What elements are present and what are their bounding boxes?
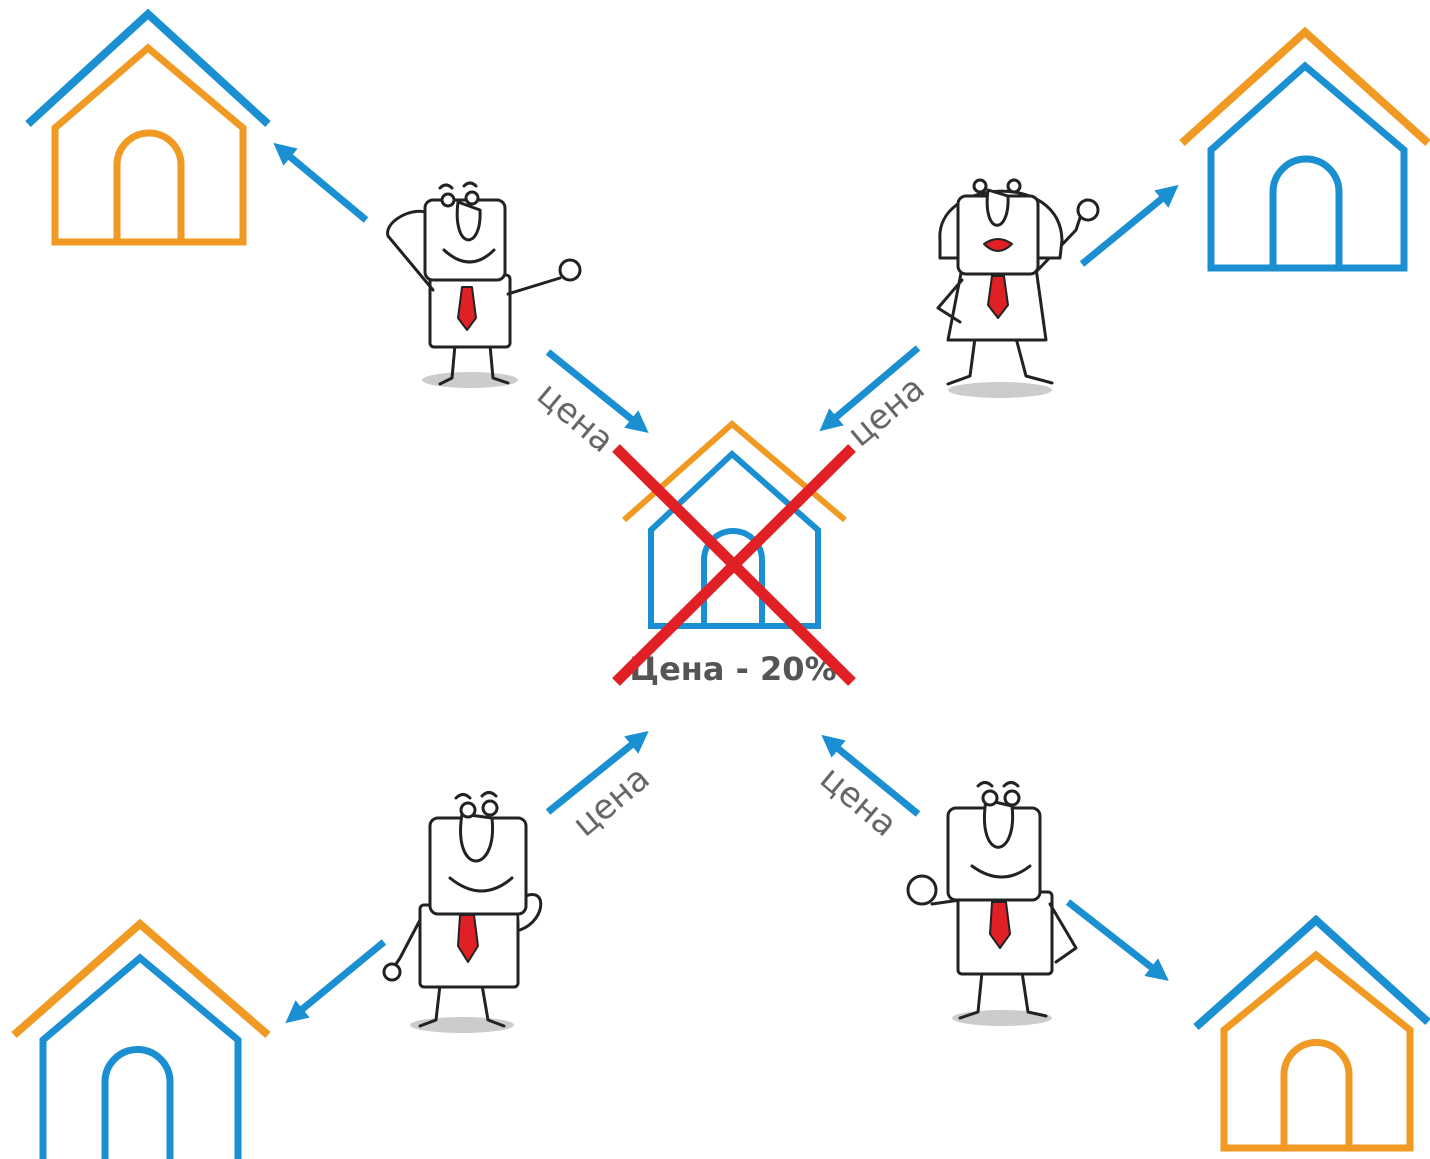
arrow-man-br-to-center [821, 734, 921, 817]
red-cross [612, 444, 856, 686]
arrows [273, 142, 1179, 1024]
woman-top-right [936, 178, 1100, 398]
house-top-left [25, 8, 271, 246]
arrow-woman-tr-to-center [819, 345, 921, 432]
house-bottom-left [11, 918, 271, 1159]
arrow-label-top-left: цена [529, 374, 621, 461]
man-bottom-right [906, 781, 1078, 1026]
arrow-man-tl-to-center [545, 349, 649, 434]
arrow-man-bl-to-house-bl [285, 939, 387, 1024]
house-bottom-right [1193, 914, 1430, 1152]
arrow-man-tl-to-house-tl [273, 142, 369, 223]
man-bottom-left [382, 791, 543, 1033]
house-center-crossed [622, 420, 847, 629]
man-top-left [386, 181, 582, 388]
arrow-woman-tr-to-house-tr [1079, 184, 1179, 267]
center-price-label: Цена - 20% [629, 650, 836, 688]
arrow-label-top-right: цена [840, 368, 932, 455]
arrow-label-bottom-left: цена [565, 758, 657, 845]
arrow-man-bl-to-center [545, 730, 649, 815]
arrow-man-br-to-house-br [1065, 899, 1169, 981]
house-top-right [1179, 26, 1430, 272]
arrow-label-bottom-right: цена [812, 758, 904, 845]
